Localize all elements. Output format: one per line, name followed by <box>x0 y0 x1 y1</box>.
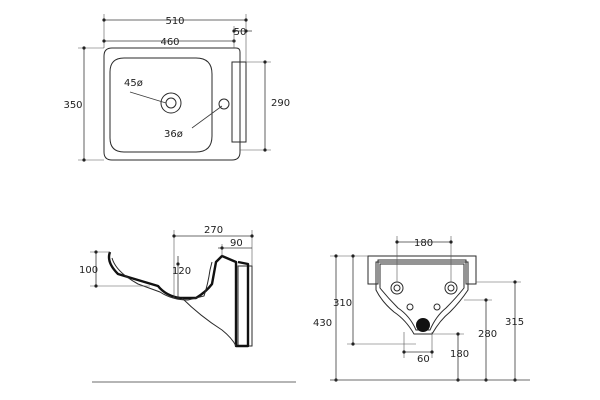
dim-460: 460 <box>160 37 179 48</box>
side-ledge <box>231 61 247 143</box>
small-hole-right <box>433 303 441 311</box>
wall-section <box>237 265 253 347</box>
drain-circle-outer <box>160 92 182 114</box>
dim-50: 50 <box>234 27 247 38</box>
basin-underside <box>181 297 237 347</box>
dim-36-diameter: 36ø <box>164 129 183 140</box>
small-hole-left <box>406 303 414 311</box>
basin-top-outline <box>103 47 241 161</box>
dim-280: 280 <box>478 329 497 340</box>
tap-hole <box>218 98 230 110</box>
front-view: 180 430 310 315 280 180 60 <box>313 236 530 382</box>
dim-350: 350 <box>63 100 82 111</box>
dim-310: 310 <box>333 298 352 309</box>
top-view: 510 460 50 350 290 45ø 36ø <box>63 14 290 162</box>
leader-tap-hole <box>191 105 223 129</box>
front-body-inner <box>379 263 465 331</box>
dim-180-low: 180 <box>450 349 469 360</box>
dim-180-top: 180 <box>414 238 433 249</box>
drain-circle-inner <box>165 97 177 109</box>
fixing-hole-right-inner <box>447 284 455 292</box>
fixing-hole-right <box>444 281 458 295</box>
basin-profile-inner <box>111 257 213 301</box>
fixing-hole-left-inner <box>393 284 401 292</box>
dim-315: 315 <box>505 317 524 328</box>
dim-100: 100 <box>79 265 98 276</box>
leader-drain <box>129 91 167 104</box>
dim-430: 430 <box>313 318 332 329</box>
side-view: 270 90 100 120 <box>79 225 296 383</box>
front-top-frame <box>367 255 477 285</box>
waste-outlet <box>416 318 430 332</box>
dim-90: 90 <box>230 238 243 249</box>
inner-bowl <box>109 57 213 153</box>
dim-120: 120 <box>172 266 191 277</box>
fixing-hole-left <box>390 281 404 295</box>
dim-270: 270 <box>204 225 223 236</box>
dim-45-diameter: 45ø <box>124 78 143 89</box>
dim-60: 60 <box>417 354 430 365</box>
dim-290: 290 <box>271 98 290 109</box>
dim-510: 510 <box>165 16 184 27</box>
